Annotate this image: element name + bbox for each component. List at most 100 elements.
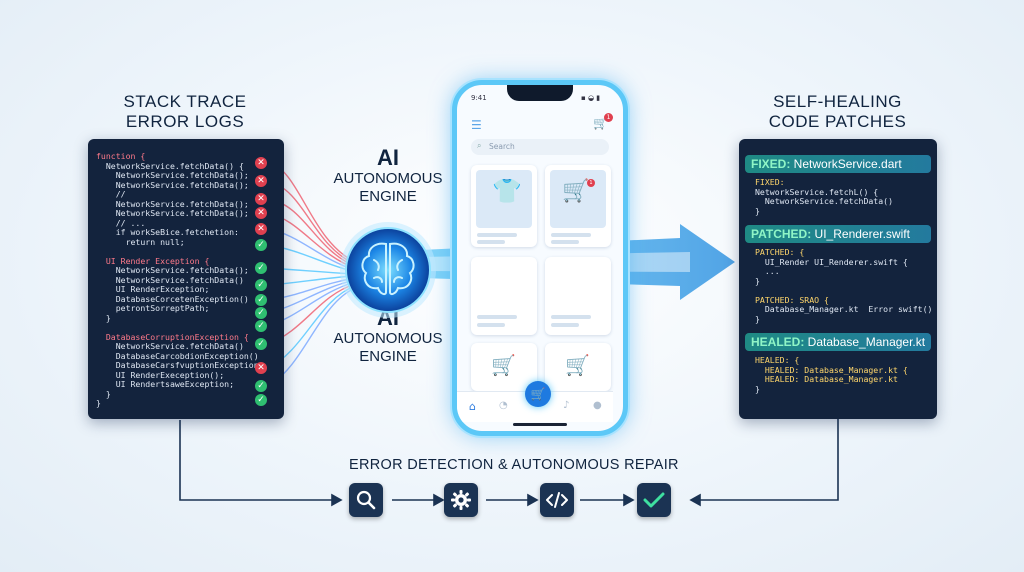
phone-mockup: 9:41 ▪ ◒ ▮ ☰ 🛒 1 ⌕ Search 👕 🛒 1 🛒 🛒 ⌂	[452, 80, 628, 436]
error-log-line: NetworkService.fetchData();	[96, 170, 249, 180]
step-code[interactable]	[540, 483, 574, 517]
ok-check-icon: ✓	[255, 239, 267, 251]
error-x-icon: ✕	[255, 207, 267, 219]
error-log-line: DatabaseCarsfvuptionException;	[96, 360, 264, 370]
patch-tag: HEALED:	[751, 335, 805, 349]
cart-fab-button[interactable]: 🛒	[525, 381, 551, 407]
gear-icon	[451, 490, 471, 510]
card-badge: 1	[587, 179, 595, 187]
patch-code-line: ...	[755, 266, 780, 276]
search-bar[interactable]: ⌕ Search	[471, 139, 609, 155]
profile-icon[interactable]: ●	[593, 400, 602, 411]
error-log-line: NetworkService.fetchData() {	[96, 160, 244, 171]
product-card-shirt[interactable]: 👕	[471, 165, 537, 247]
status-icons: ▪ ◒ ▮	[581, 94, 601, 102]
ok-check-icon: ✓	[255, 279, 267, 291]
error-x-icon: ✕	[255, 175, 267, 187]
patch-code-line: PATCHED: SRAO {	[755, 294, 829, 305]
ok-check-icon: ✓	[255, 294, 267, 306]
cart-product-icon: 🛒	[562, 179, 590, 204]
error-log-line: NetworkService.fetchData()	[96, 274, 244, 285]
search-icon	[356, 490, 376, 510]
error-log-line: DatabaseCorcetenException()	[96, 293, 249, 304]
error-log-line: }	[96, 398, 101, 408]
patch-file: Database_Manager.kt	[804, 335, 926, 349]
patch-code-line: }	[755, 275, 760, 286]
product-card-cart[interactable]: 🛒 1	[545, 165, 611, 247]
product-card-6[interactable]: 🛒	[545, 343, 611, 391]
error-log-line: function {	[96, 151, 146, 161]
error-log-line: }	[96, 312, 111, 323]
patch-code-line: UI_Render UI_Renderer.swift {	[755, 256, 908, 267]
patch-code-line: NetworkService.fetchData()	[755, 196, 894, 206]
patch-file: UI_Renderer.swift	[811, 227, 910, 241]
home-indicator	[513, 423, 567, 426]
footer-title: ERROR DETECTION & AUTONOMOUS REPAIR	[349, 457, 679, 473]
error-log-line: //	[96, 189, 126, 199]
search-icon: ⌕	[477, 141, 482, 150]
stack-trace-title: STACK TRACE ERROR LOGS	[123, 92, 247, 131]
brain-icon	[361, 242, 415, 296]
ok-check-icon: ✓	[255, 307, 267, 319]
code-patches-title: SELF-HEALING CODE PATCHES	[768, 92, 907, 131]
ok-check-icon: ✓	[255, 262, 267, 274]
patch-code-line: FIXED:	[755, 177, 785, 187]
product-card-5[interactable]: 🛒	[471, 343, 537, 391]
error-x-icon: ✕	[255, 157, 267, 169]
error-log-line: NetworkService.fetchData();	[96, 208, 249, 218]
home-icon[interactable]: ⌂	[469, 400, 476, 413]
patch-section-header: HEALED: Database_Manager.kt	[745, 333, 931, 351]
error-log-line: DatabaseCarcobdionException()	[96, 350, 259, 361]
ok-check-icon: ✓	[255, 394, 267, 406]
error-log-line: UI RenderExeception();	[96, 369, 225, 380]
engine-label-top: AI AUTONOMOUS ENGINE	[333, 145, 443, 206]
error-log-line: // ...	[96, 217, 146, 228]
product-card-4[interactable]	[545, 257, 611, 335]
error-log-line: NetworkService.fetchData()	[96, 341, 244, 351]
error-x-icon: ✕	[255, 223, 267, 235]
step-search[interactable]	[349, 483, 383, 517]
ai-brain-orb	[340, 222, 436, 318]
error-log-line: DatabaseCorruptionException {	[96, 331, 249, 342]
patch-code-line: PATCHED: {	[755, 247, 805, 257]
phone-notch	[507, 85, 573, 101]
error-log-line: UI RendertsaweException;	[96, 379, 235, 389]
error-log-line: petrontSorreptPath;	[96, 303, 210, 313]
error-x-icon: ✕	[255, 193, 267, 205]
code-icon	[546, 492, 568, 508]
step-gear[interactable]	[444, 483, 478, 517]
ok-check-icon: ✓	[255, 380, 267, 392]
cart-count-badge: 1	[604, 113, 613, 122]
footer-connectors	[179, 418, 839, 507]
patch-code-line: }	[755, 313, 760, 324]
error-log-panel: function { NetworkService.fetchData() { …	[88, 139, 284, 419]
product-card-3[interactable]	[471, 257, 537, 335]
error-log-line: return null;	[96, 236, 185, 247]
patch-tag: PATCHED:	[751, 227, 812, 241]
ok-check-icon: ✓	[255, 320, 267, 332]
status-time: 9:41	[471, 94, 487, 102]
step-check[interactable]	[637, 483, 671, 517]
patch-code-line: }	[755, 205, 760, 216]
patch-code-line: Database_Manager.kt Error swift()	[755, 304, 933, 314]
error-log-line: NetworkService.fetchData();	[96, 198, 249, 209]
chat-icon[interactable]: ◔	[499, 400, 508, 411]
error-log-line: NetworkService.fetchData();	[96, 179, 249, 190]
error-x-icon: ✕	[255, 362, 267, 374]
cart-product-icon: 🛒	[491, 353, 516, 377]
error-log-line: if workSeBice.fetchetion:	[96, 227, 239, 237]
shirt-icon: 👕	[492, 177, 522, 205]
patch-section-header: FIXED: NetworkService.dart	[745, 155, 931, 173]
cart-product-icon: 🛒	[565, 353, 590, 377]
patch-tag: FIXED:	[751, 157, 791, 171]
search-placeholder: Search	[489, 142, 515, 151]
bell-icon[interactable]: ♪	[563, 400, 570, 411]
menu-icon[interactable]: ☰	[471, 118, 482, 132]
patch-code-line: HEALED: Database_Manager.kt	[755, 374, 898, 384]
error-log-line: UI Render Exception {	[96, 255, 210, 266]
patch-code-line: HEALED: {	[755, 355, 800, 365]
patch-section-header: PATCHED: UI_Renderer.swift	[745, 225, 931, 243]
ok-check-icon: ✓	[255, 338, 267, 350]
patch-file: NetworkService.dart	[790, 157, 902, 171]
